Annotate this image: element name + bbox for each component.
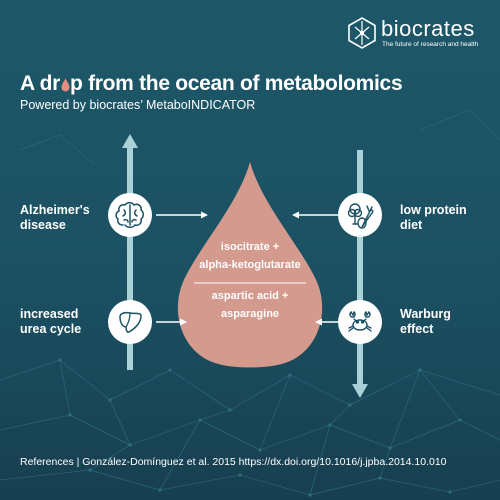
vegetables-icon xyxy=(347,203,374,229)
hexagon-logo-icon xyxy=(348,17,376,49)
page-title: A dr p from the ocean of metabolomics xyxy=(20,71,403,97)
reference-text: References | González-Domínguez et al. 2… xyxy=(20,456,447,468)
left-arrow-shaft xyxy=(127,147,133,370)
right-arrow-shaft xyxy=(357,150,363,386)
page-subtitle: Powered by biocrates’ MetaboINDICATOR xyxy=(20,98,256,112)
warburg-node xyxy=(338,300,382,344)
drop-letter-icon xyxy=(61,78,70,92)
protein-diet-node xyxy=(338,193,382,237)
brand-name: biocrates xyxy=(381,16,475,41)
brand-tagline: The future of research and health xyxy=(382,41,479,48)
brain-icon xyxy=(115,202,144,228)
title-part-2: p from the ocean of metabolomics xyxy=(70,72,403,95)
drop-upper-text: isocitrate +alpha-ketoglutarate xyxy=(199,241,301,271)
urea-node xyxy=(108,300,152,344)
alzheimer-node xyxy=(108,193,152,237)
left-arrow-head xyxy=(122,134,138,148)
liver-icon xyxy=(119,311,142,333)
central-drop xyxy=(177,162,323,368)
crab-icon xyxy=(348,310,372,332)
right-arrow-head xyxy=(352,384,368,398)
drop-lower-text: aspartic acid +asparagine xyxy=(211,290,289,320)
title-part-1: A dr xyxy=(20,72,61,95)
